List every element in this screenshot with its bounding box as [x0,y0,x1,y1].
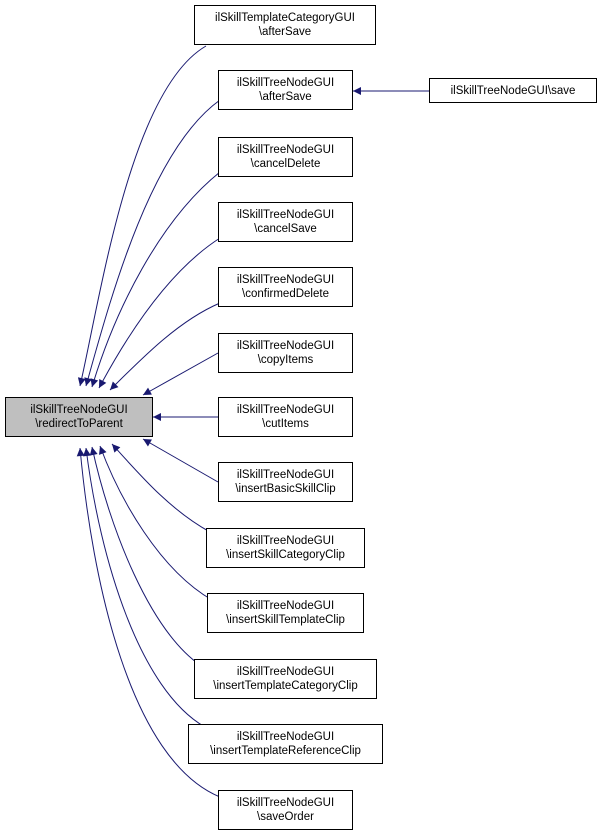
node-method-label: \cancelSave [254,223,317,235]
node-copy-items[interactable]: ilSkillTreeNodeGUI \copyItems [218,333,353,373]
node-insert-template-reference-clip[interactable]: ilSkillTreeNodeGUI \insertTemplateRefere… [188,724,383,764]
node-save-order[interactable]: ilSkillTreeNodeGUI \saveOrder [218,790,353,830]
node-method-label: \copyItems [257,354,314,366]
node-class-label: ilSkillTreeNodeGUI [236,600,335,612]
node-method-label: \cutItems [262,418,309,430]
edge-insert-skill-category-clip [111,443,211,533]
node-method-label: \insertBasicSkillClip [235,483,336,495]
node-method-label: \confirmedDelete [242,288,329,300]
edge-insert-skill-template-clip [99,445,213,601]
edge-confirmed-delete [109,302,221,391]
node-save-label: ilSkillTreeNodeGUI\save [450,84,576,97]
node-class-label: ilSkillTreeNodeGUI [236,144,335,156]
node-insert-basic-skill-clip[interactable]: ilSkillTreeNodeGUI \insertBasicSkillClip [218,462,353,502]
node-class-label: ilSkillTreeNodeGUI [236,797,335,809]
node-template-category-after-save[interactable]: ilSkillTemplateCategoryGUI \afterSave [194,5,376,45]
root-node-method-label: \redirectToParent [35,418,123,430]
node-insert-skill-category-clip[interactable]: ilSkillTreeNodeGUI \insertSkillCategoryC… [206,528,365,568]
node-class-label: ilSkillTreeNodeGUI [236,274,335,286]
node-class-label: ilSkillTreeNodeGUI [236,666,335,678]
node-method-label: \insertSkillCategoryClip [226,549,345,561]
node-class-label: ilSkillTreeNodeGUI [236,404,335,416]
node-insert-skill-template-clip[interactable]: ilSkillTreeNodeGUI \insertSkillTemplateC… [207,593,364,633]
edge-copy-items [142,352,219,396]
node-after-save[interactable]: ilSkillTreeNodeGUI \afterSave [218,70,353,110]
edge-after-save [84,99,221,387]
edge-insert-template-category-clip [89,446,201,666]
node-insert-template-category-clip[interactable]: ilSkillTreeNodeGUI \insertTemplateCatego… [194,659,377,699]
edge-insert-template-reference-clip [83,447,206,728]
root-node-redirect-to-parent: ilSkillTreeNodeGUI \redirectToParent [5,397,153,437]
node-class-label: ilSkillTreeNodeGUI [236,77,335,89]
node-class-label: ilSkillTreeNodeGUI [236,469,335,481]
edge-insert-basic-skill-clip [142,438,219,483]
node-cancel-save[interactable]: ilSkillTreeNodeGUI \cancelSave [218,202,353,242]
root-node-class-label: ilSkillTreeNodeGUI [30,404,128,416]
node-method-label: \saveOrder [257,811,314,823]
node-class-label: ilSkillTreeNodeGUI [236,535,335,547]
node-class-label: ilSkillTreeNodeGUI [236,209,335,221]
node-method-label: \insertTemplateReferenceClip [210,745,361,757]
node-method-label: \insertTemplateCategoryClip [213,680,358,692]
edge-cancel-save [98,237,221,389]
edge-template-category-after-save [77,45,207,387]
node-save[interactable]: ilSkillTreeNodeGUI\save [429,78,597,103]
edge-cancel-delete [90,171,221,388]
node-class-label: ilSkillTreeNodeGUI [236,340,335,352]
node-method-label: \insertSkillTemplateClip [226,614,345,626]
node-method-label: \cancelDelete [250,158,321,170]
node-cancel-delete[interactable]: ilSkillTreeNodeGUI \cancelDelete [218,137,353,177]
node-class-label: ilSkillTreeNodeGUI [236,731,335,743]
node-cut-items[interactable]: ilSkillTreeNodeGUI \cutItems [218,397,353,437]
node-method-label: \afterSave [258,26,312,38]
node-confirmed-delete[interactable]: ilSkillTreeNodeGUI \confirmedDelete [218,267,353,307]
node-class-label: ilSkillTemplateCategoryGUI [215,12,355,24]
edge-save-order [76,447,221,798]
node-method-label: \afterSave [259,91,312,103]
edges-layer [76,45,429,798]
